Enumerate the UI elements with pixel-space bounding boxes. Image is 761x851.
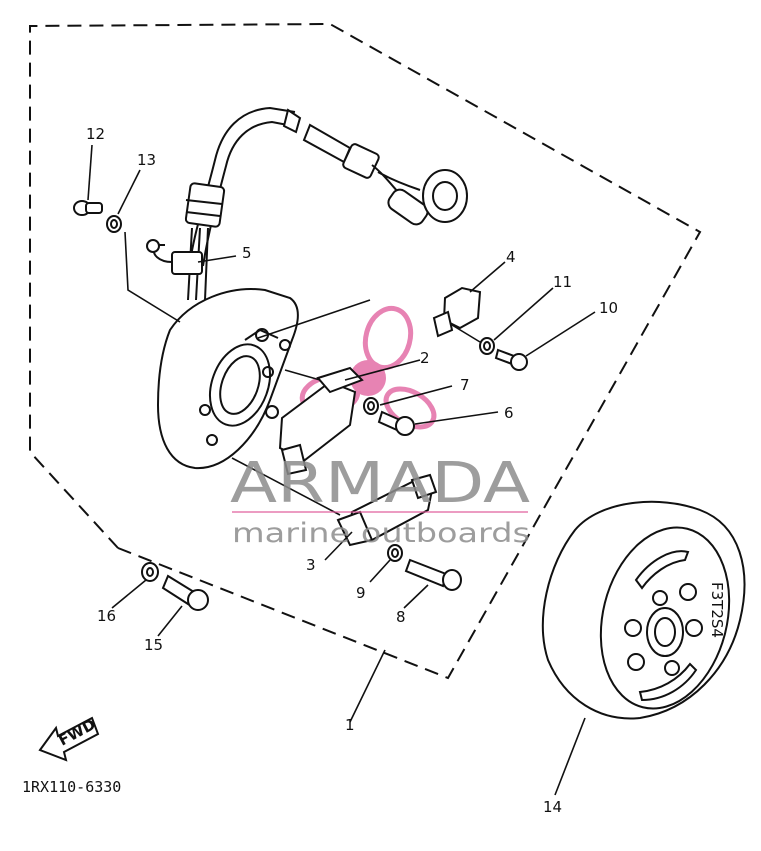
watermark-brand: ARMADA xyxy=(230,451,530,516)
callout-7: 7 xyxy=(460,376,470,394)
callout-3: 3 xyxy=(306,556,316,574)
flywheel-rotor: F3T2S4 xyxy=(541,500,746,720)
callout-5: 5 xyxy=(242,244,252,262)
callout-16: 16 xyxy=(97,607,116,625)
callout-14: 14 xyxy=(543,798,562,816)
washer-16-icon xyxy=(141,562,159,582)
callout-12: 12 xyxy=(86,125,105,143)
callout-leaders xyxy=(87,144,596,796)
screw-6-icon xyxy=(377,410,415,436)
stator-base-plate xyxy=(156,288,299,470)
washer-11-icon xyxy=(479,337,495,355)
wire-harness xyxy=(152,106,468,301)
screw-10-icon xyxy=(494,348,528,371)
callout-15: 15 xyxy=(144,636,163,654)
screw-15-icon xyxy=(161,574,209,611)
screw-12-icon xyxy=(73,200,103,216)
callout-1: 1 xyxy=(345,716,355,734)
callout-6: 6 xyxy=(504,404,514,422)
screw-8-icon xyxy=(404,558,462,591)
part-code: 1RX110-6330 xyxy=(22,778,121,796)
callout-13: 13 xyxy=(137,151,156,169)
washer-7-icon xyxy=(363,397,379,415)
callout-11: 11 xyxy=(553,273,572,291)
fwd-arrow-icon: FWD xyxy=(38,715,100,762)
callout-10: 10 xyxy=(599,299,618,317)
assembly-boundary xyxy=(29,22,702,680)
callout-8: 8 xyxy=(396,608,406,626)
charge-coil xyxy=(278,366,364,476)
watermark-tagline: marine outboards xyxy=(232,518,530,549)
callout-4: 4 xyxy=(506,248,516,266)
callout-9: 9 xyxy=(356,584,366,602)
flywheel-marking: F3T2S4 xyxy=(708,582,726,638)
callout-2: 2 xyxy=(420,349,430,367)
pulser-coil xyxy=(432,286,482,338)
washer-small-icon xyxy=(146,239,160,253)
washer-9-icon xyxy=(387,544,403,562)
washer-13-icon xyxy=(106,215,122,233)
